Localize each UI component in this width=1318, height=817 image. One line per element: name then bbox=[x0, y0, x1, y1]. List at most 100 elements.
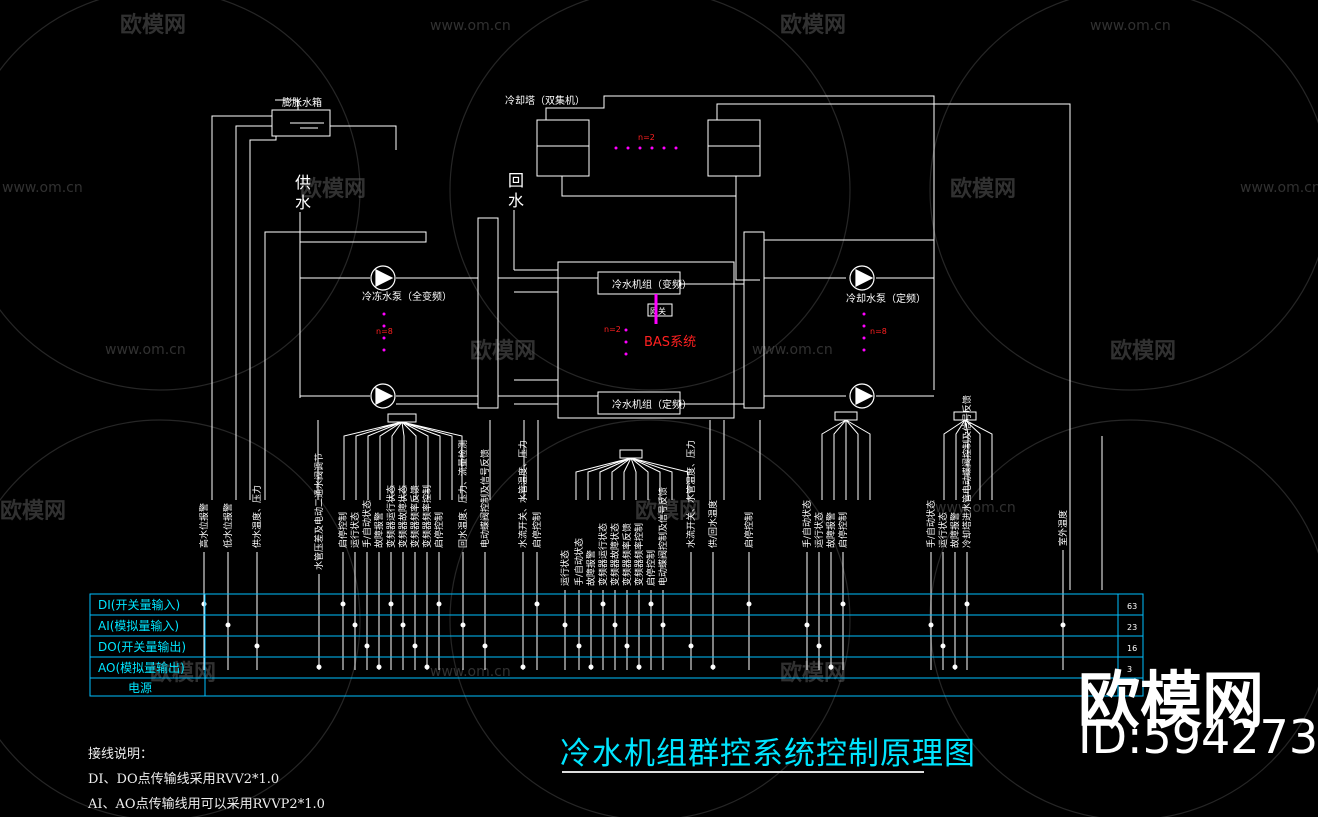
svg-text:www.om.cn: www.om.cn bbox=[430, 18, 511, 34]
count-left: n=8 bbox=[376, 327, 393, 336]
chiller-bottom-label: 冷水机组（定频） bbox=[612, 398, 692, 411]
io-point bbox=[648, 601, 654, 607]
io-point bbox=[482, 643, 488, 649]
io-point bbox=[400, 622, 406, 628]
io-total-do: 16 bbox=[1127, 644, 1137, 653]
io-point bbox=[576, 643, 582, 649]
signal-label: 水流开关、水管温度、压力 bbox=[517, 440, 529, 548]
signal-label: 启停控制 bbox=[837, 512, 849, 548]
control-fanouts bbox=[317, 411, 1103, 590]
signal-label: 手/自动状态 bbox=[361, 500, 373, 548]
signal-label: 故障报警 bbox=[585, 550, 597, 586]
signal-label: 运行状态 bbox=[349, 512, 361, 548]
io-point bbox=[225, 622, 231, 628]
svg-text:www.om.cn: www.om.cn bbox=[935, 500, 1016, 516]
io-point bbox=[636, 664, 642, 670]
brand-logo: 欧模网 bbox=[1078, 664, 1265, 737]
io-point bbox=[412, 643, 418, 649]
io-point bbox=[562, 622, 568, 628]
signal-label: 冷却塔进水管电动蝶阀控制及信号反馈 bbox=[961, 395, 973, 548]
signal-label: 变频器频率反馈 bbox=[621, 523, 633, 586]
title-underline bbox=[562, 771, 924, 773]
signal-label: 回水温度、压力、流量检测 bbox=[457, 440, 469, 548]
supply-label-2: 水 bbox=[295, 193, 311, 212]
io-point bbox=[928, 622, 934, 628]
gateway-box bbox=[647, 303, 673, 317]
signal-label: 故障报警 bbox=[373, 512, 385, 548]
watermark-site: www.om.cn www.om.cn www.om.cn www.om.cn … bbox=[2, 18, 1318, 680]
signal-label: 手/自动状态 bbox=[801, 500, 813, 548]
svg-text:www.om.cn: www.om.cn bbox=[105, 342, 186, 358]
signal-label: 变频器故障状态 bbox=[609, 523, 621, 586]
signal-label: 变频器运行状态 bbox=[385, 485, 397, 548]
io-point bbox=[964, 601, 970, 607]
io-row-di: DI(开关量输入) bbox=[98, 597, 180, 612]
io-row-ao: AO(模拟量输出) bbox=[98, 660, 185, 675]
svg-text:欧模网: 欧模网 bbox=[470, 338, 536, 364]
signal-label: 启停控制 bbox=[743, 512, 755, 548]
signal-label: 变频器故障状态 bbox=[397, 485, 409, 548]
drop-lines bbox=[201, 550, 1066, 670]
count-right: n=8 bbox=[870, 327, 887, 336]
io-point bbox=[254, 643, 260, 649]
io-point bbox=[840, 601, 846, 607]
brand-id: ID:594273 bbox=[1078, 710, 1318, 764]
io-point bbox=[624, 643, 630, 649]
signal-label: 故障报警 bbox=[825, 512, 837, 548]
tower-markers bbox=[614, 146, 678, 150]
io-point bbox=[940, 643, 946, 649]
signal-label: 故障报警 bbox=[949, 512, 961, 548]
io-point bbox=[828, 664, 834, 670]
notes-heading: 接线说明： bbox=[88, 747, 154, 762]
io-point bbox=[352, 622, 358, 628]
io-point bbox=[688, 643, 694, 649]
diagram-title: 冷水机组群控系统控制原理图 bbox=[560, 736, 976, 772]
signal-label: 启停控制 bbox=[337, 512, 349, 548]
signal-label: 电动蝶阀控制及信号反馈 bbox=[657, 487, 669, 586]
io-row-do: DO(开关量输出) bbox=[98, 639, 186, 654]
svg-text:www.om.cn: www.om.cn bbox=[430, 664, 511, 680]
notes-line-1: DI、DO点传输线采用RVV2*1.0 bbox=[88, 772, 280, 787]
signal-label: 变频器频率反馈 bbox=[409, 485, 421, 548]
bas-label: BAS系统 bbox=[644, 335, 696, 350]
io-point bbox=[710, 664, 716, 670]
svg-text:欧模网: 欧模网 bbox=[0, 498, 66, 524]
signal-label: 运行状态 bbox=[813, 512, 825, 548]
return-label-1: 回 bbox=[508, 171, 524, 190]
signal-label: 启停控制 bbox=[433, 512, 445, 548]
io-point bbox=[816, 643, 822, 649]
io-row-power: 电源 bbox=[128, 681, 152, 695]
svg-text:欧模网: 欧模网 bbox=[635, 498, 701, 524]
svg-text:www.om.cn: www.om.cn bbox=[752, 342, 833, 358]
io-total-ao: 3 bbox=[1127, 665, 1132, 674]
io-point bbox=[588, 664, 594, 670]
wiring-notes: 接线说明： DI、DO点传输线采用RVV2*1.0 AI、AO点传输线用可以采用… bbox=[88, 742, 325, 817]
signal-label: 手/自动状态 bbox=[573, 538, 585, 586]
pump-icons bbox=[370, 265, 875, 409]
svg-text:欧模网: 欧模网 bbox=[120, 12, 186, 38]
signal-label: 室外温度 bbox=[1057, 510, 1069, 546]
io-table-rows: DI(开关量输入) AI(模拟量输入) DO(开关量输出) AO(模拟量输出) … bbox=[98, 597, 186, 695]
supply-label-1: 供 bbox=[295, 173, 311, 192]
gateway-label: 网关 bbox=[650, 306, 666, 316]
svg-text:欧模网: 欧模网 bbox=[950, 176, 1016, 202]
io-point bbox=[534, 601, 540, 607]
signal-label: 供/回水温度 bbox=[707, 500, 719, 548]
vertical-label-group: 高水位报警低水位报警供水温度、压力水管压差及电动二通水阀调节启停控制运行状态手/… bbox=[198, 395, 1069, 586]
io-point bbox=[340, 601, 346, 607]
io-point bbox=[746, 601, 752, 607]
chiller-top-label: 冷水机组（变频） bbox=[612, 278, 692, 291]
signal-label: 运行状态 bbox=[937, 512, 949, 548]
svg-text:www.om.cn: www.om.cn bbox=[1240, 180, 1318, 196]
signal-label: 启停控制 bbox=[645, 550, 657, 586]
io-point bbox=[388, 601, 394, 607]
io-point bbox=[600, 601, 606, 607]
signal-label: 变频器运行状态 bbox=[597, 523, 609, 586]
io-point bbox=[660, 622, 666, 628]
io-row-ai: AI(模拟量输入) bbox=[98, 618, 179, 633]
io-point bbox=[424, 664, 430, 670]
io-table bbox=[89, 593, 1144, 697]
signal-label: 运行状态 bbox=[559, 550, 571, 586]
